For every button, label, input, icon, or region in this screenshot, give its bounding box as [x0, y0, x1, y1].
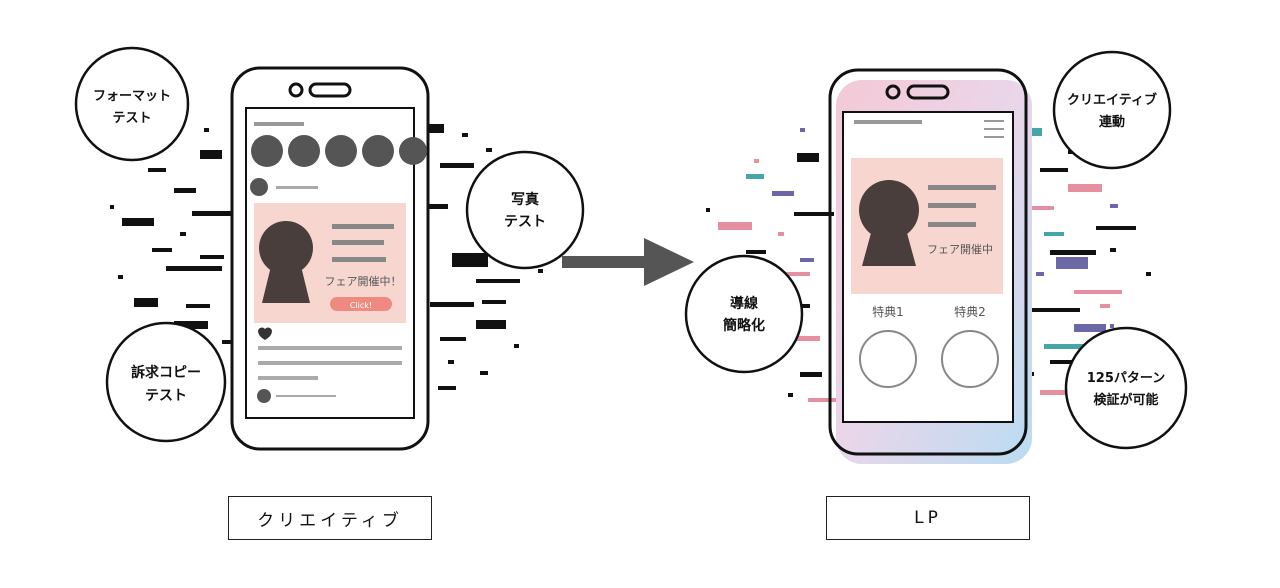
story-circles [251, 135, 427, 167]
benefit-1-label: 特典1 [872, 304, 904, 319]
benefit-2-circle [941, 330, 999, 388]
patterns-line2: 検証が可能 [1093, 392, 1158, 408]
left-motion-dashes [110, 128, 238, 344]
photo-test-line2: テスト [504, 214, 546, 230]
left-banner-event-text: フェア開催中！ [325, 274, 402, 288]
bubble-125-patterns [1064, 326, 1188, 450]
flow-line2: 簡略化 [723, 317, 765, 334]
bubble-photo-test [465, 150, 585, 270]
bubble-creative-link [1052, 50, 1172, 170]
format-test-line1: フォーマット [93, 89, 171, 104]
benefit-2-label: 特典2 [954, 304, 986, 319]
lp-caption: LP [826, 496, 1030, 540]
bubble-flow-simplify [684, 254, 804, 374]
heart-icon [258, 327, 272, 340]
bubble-copy-test [105, 321, 227, 443]
left-motion-dashes-right [420, 124, 543, 390]
right-phone [828, 68, 1032, 464]
patterns-line1: 125パターン [1087, 371, 1166, 386]
format-test-line2: テスト [112, 111, 151, 126]
left-phone-speaker [308, 82, 352, 98]
copy-test-line1: 訴求コピー [131, 364, 201, 381]
right-silhouette [859, 180, 919, 266]
transition-arrow [562, 238, 694, 286]
comment-avatar [257, 389, 271, 403]
left-banner-button [330, 297, 392, 311]
bubble-format-test [74, 46, 190, 162]
right-banner-event-text: フェア開催中 [927, 242, 993, 256]
creative-link-line2: 連動 [1099, 114, 1125, 130]
post-avatar [250, 178, 268, 196]
photo-test-line1: 写真 [511, 191, 539, 208]
left-banner-button-label[interactable]: Click! [350, 301, 372, 310]
creative-caption: クリエイティブ [228, 496, 432, 540]
flow-line1: 導線 [730, 295, 758, 312]
left-phone-camera [288, 82, 304, 98]
copy-test-line2: テスト [145, 388, 187, 404]
left-silhouette [259, 221, 313, 303]
right-phone-speaker [906, 84, 950, 100]
hamburger-menu-icon [984, 120, 1004, 138]
right-phone-camera [885, 84, 901, 100]
left-phone [230, 66, 430, 451]
creative-link-line1: クリエイティブ [1067, 92, 1157, 108]
benefit-1-circle [859, 330, 917, 388]
